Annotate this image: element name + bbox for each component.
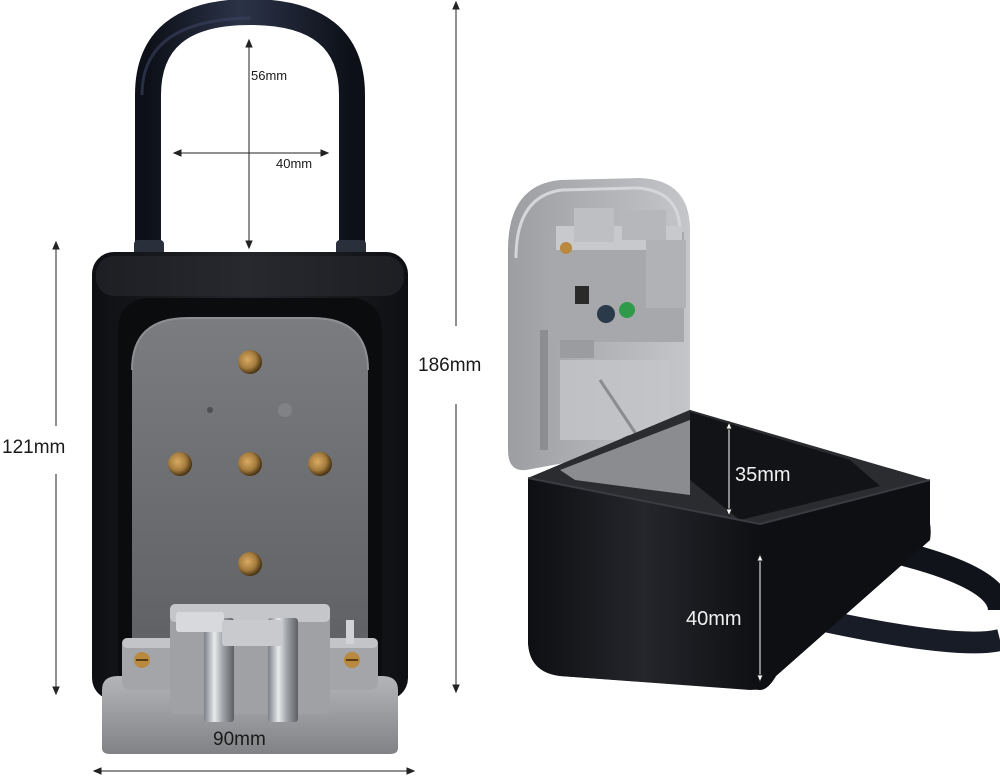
open-view-lockbox <box>508 178 1000 690</box>
interior-depth-label: 35mm <box>735 464 791 486</box>
total-height-label: 186mm <box>418 355 482 376</box>
dimension-lines <box>52 0 764 775</box>
body-height-label: 121mm <box>2 437 66 458</box>
body-width-label: 90mm <box>213 729 266 750</box>
button-face-plate <box>132 318 368 660</box>
box-depth-label: 40mm <box>686 608 742 630</box>
shackle-height-label: 56mm <box>251 68 288 83</box>
combination-buttons <box>168 350 332 576</box>
shackle-width-label: 40mm <box>276 156 313 171</box>
shackle <box>135 0 365 252</box>
front-view-lockbox <box>92 0 408 754</box>
